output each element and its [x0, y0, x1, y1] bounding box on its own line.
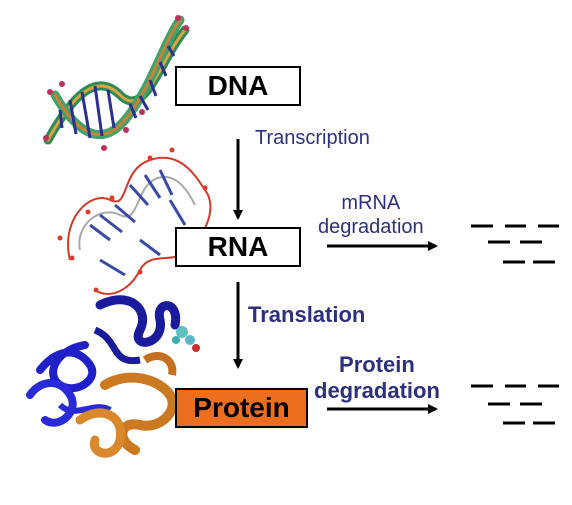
mrna-degradation-line2: degradation: [318, 216, 424, 238]
protein-degradation-line1: Protein: [339, 352, 415, 377]
protein-node: Protein: [175, 388, 308, 428]
protein-degradation-line2: degradation: [314, 378, 440, 403]
protein-structure-image: [26, 295, 200, 458]
dna-helix-image: [43, 15, 190, 151]
mrna-degradation-line1: mRNA: [341, 192, 401, 214]
protein-degradation-label: Protein degradation: [314, 352, 440, 404]
mrna-fragments: [471, 224, 559, 264]
transcription-label: Transcription: [255, 127, 370, 149]
dna-node: DNA: [175, 66, 301, 106]
protein-label: Protein: [193, 392, 290, 423]
mrna-degradation-label: mRNA degradation: [318, 191, 424, 239]
rna-structure-image: [57, 147, 212, 295]
translation-label: Translation: [248, 302, 366, 327]
rna-node: RNA: [175, 227, 301, 267]
protein-fragments: [471, 384, 559, 425]
rna-label: RNA: [207, 231, 269, 262]
dna-label: DNA: [207, 70, 269, 101]
